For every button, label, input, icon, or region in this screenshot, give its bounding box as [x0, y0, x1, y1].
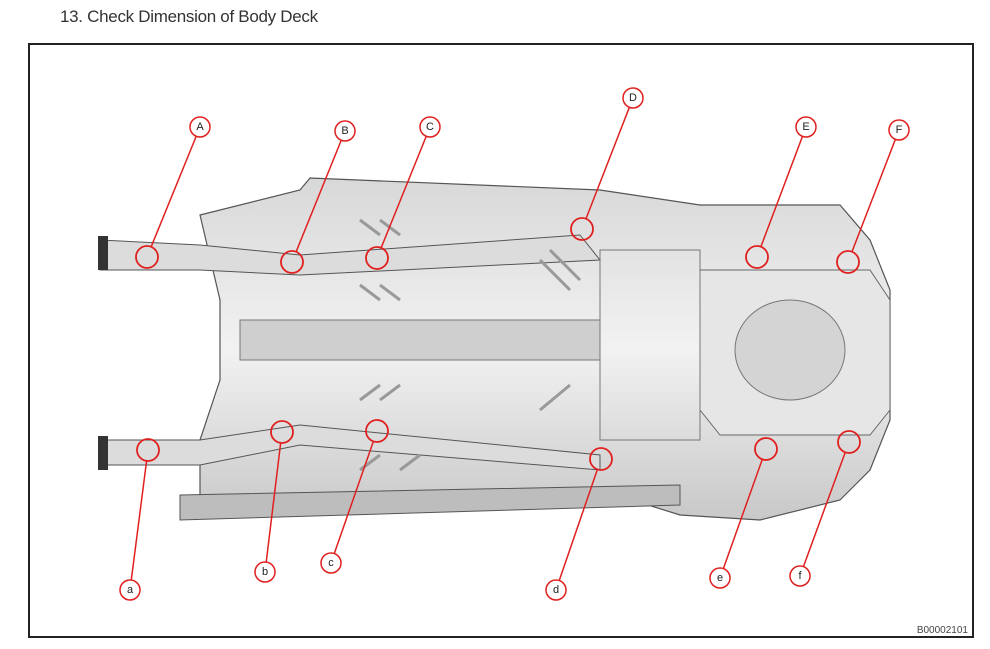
- leader-line: [851, 139, 897, 253]
- callout-E: E: [745, 116, 817, 269]
- callout-label-circle: [795, 116, 817, 138]
- callout-label-circle: [419, 116, 441, 138]
- measure-point-marker: [270, 420, 294, 444]
- callout-D: D: [570, 87, 644, 241]
- callout-label: F: [896, 124, 903, 136]
- callout-label: e: [717, 572, 723, 584]
- callout-label: d: [553, 584, 559, 596]
- leader-line: [150, 135, 197, 248]
- callout-label: A: [196, 121, 204, 133]
- callout-label: c: [328, 557, 334, 569]
- callout-label-circle: [254, 561, 276, 583]
- leader-line: [585, 107, 631, 220]
- leader-line: [558, 469, 599, 581]
- callout-label-circle: [119, 579, 141, 601]
- callout-a: a: [119, 438, 160, 601]
- callout-label: b: [262, 566, 268, 578]
- callout-label-circle: [709, 567, 731, 589]
- callout-label-circle: [189, 116, 211, 138]
- callout-b: b: [254, 420, 294, 583]
- callout-label: C: [426, 121, 434, 133]
- measure-point-marker: [589, 447, 613, 471]
- callout-label-circle: [622, 87, 644, 109]
- leader-line: [380, 135, 427, 249]
- callout-f: f: [789, 430, 861, 587]
- callout-label: f: [798, 570, 802, 582]
- callout-label-circle: [545, 579, 567, 601]
- callout-label-circle: [334, 120, 356, 142]
- callout-label: a: [127, 584, 134, 596]
- callouts: A B C D E Fa b c d e f: [119, 87, 910, 601]
- leader-line: [295, 139, 342, 253]
- page-title: 13. Check Dimension of Body Deck: [60, 7, 318, 26]
- measure-point-marker: [754, 437, 778, 461]
- leader-line: [130, 460, 148, 581]
- callout-label-circle: [888, 119, 910, 141]
- measure-point-marker: [136, 438, 160, 462]
- callout-B: B: [280, 120, 356, 274]
- leader-line: [722, 459, 764, 569]
- callout-label: E: [802, 121, 809, 133]
- callout-e: e: [709, 437, 778, 589]
- figure-code: B00002101: [916, 625, 968, 636]
- callout-A: A: [135, 116, 211, 269]
- callout-d: d: [545, 447, 613, 601]
- callout-label-circle: [789, 565, 811, 587]
- callout-label-circle: [320, 552, 342, 574]
- measure-point-marker: [280, 250, 304, 274]
- measure-point-marker: [135, 245, 159, 269]
- measure-point-marker: [365, 246, 389, 270]
- callout-label: B: [341, 125, 348, 137]
- leader-line: [333, 441, 375, 554]
- leader-line: [265, 442, 282, 563]
- callout-F: F: [836, 119, 910, 274]
- measure-point-marker: [836, 250, 860, 274]
- callout-C: C: [365, 116, 441, 270]
- figure-frame: [28, 43, 974, 638]
- leader-line: [760, 136, 804, 247]
- callout-c: c: [320, 419, 389, 574]
- body-deck-drawing: [98, 177, 891, 521]
- measure-point-marker: [837, 430, 861, 454]
- leader-line: [802, 452, 846, 567]
- callout-label: D: [629, 92, 637, 104]
- measure-point-marker: [745, 245, 769, 269]
- measure-point-marker: [570, 217, 594, 241]
- measure-point-marker: [365, 419, 389, 443]
